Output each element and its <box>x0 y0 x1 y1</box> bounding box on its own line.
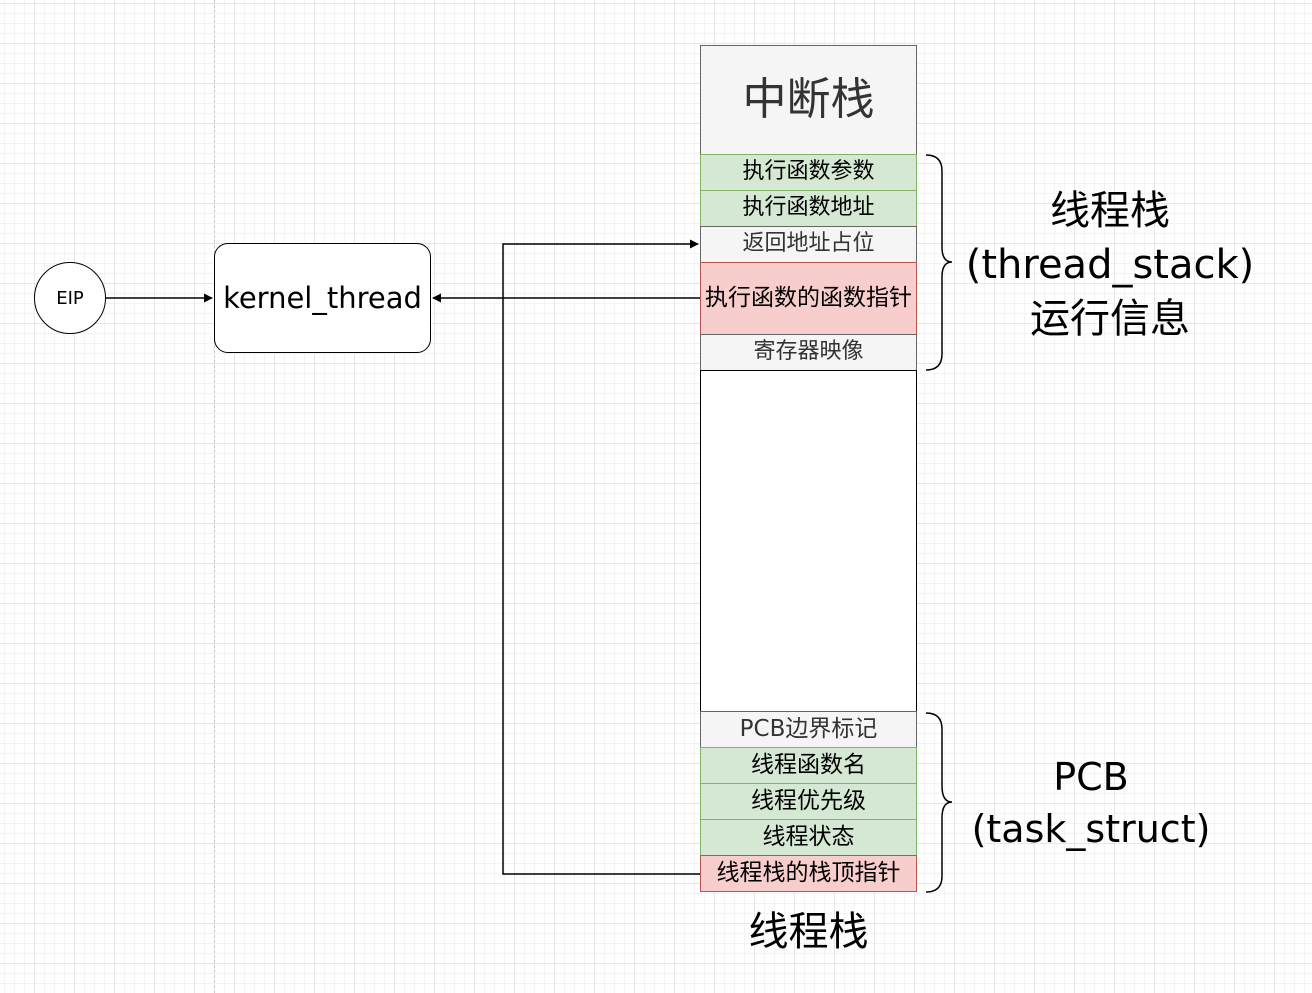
pcb-cell-thread-priority: 线程优先级 <box>700 783 917 820</box>
pcb-label: PCB (task_struct) <box>955 751 1227 855</box>
eip-node: EIP <box>34 262 106 334</box>
stack-top-pointer-arrow <box>502 239 700 875</box>
thread-stack-label: 线程栈 (thread_stack) 运行信息 <box>960 184 1260 346</box>
thread-stack-cell-function-args: 执行函数参数 <box>700 154 917 191</box>
page-divider <box>214 0 215 993</box>
thread-stack-label-line2: (thread_stack) <box>965 242 1255 288</box>
thread-stack-cell-function-pointer: 执行函数的函数指针 <box>700 262 917 335</box>
pcb-label-line1: PCB <box>1053 755 1129 799</box>
thread-stack-brace <box>925 154 953 371</box>
pcb-cell-thread-name: 线程函数名 <box>700 747 917 784</box>
interrupt-stack-cell: 中断栈 <box>700 45 917 155</box>
thread-stack-label-line1: 线程栈 <box>1050 188 1170 234</box>
pcb-cell-thread-status: 线程状态 <box>700 819 917 856</box>
thread-stack-cell-return-address: 返回地址占位 <box>700 226 917 263</box>
stack-free-space <box>700 370 917 712</box>
pcb-cell-boundary-marker: PCB边界标记 <box>700 711 917 748</box>
thread-stack-cell-register-image: 寄存器映像 <box>700 334 917 371</box>
thread-stack-label-line3: 运行信息 <box>1030 296 1190 342</box>
pcb-label-line2: (task_struct) <box>971 807 1211 851</box>
pcb-cell-stack-top-pointer: 线程栈的栈顶指针 <box>700 855 917 892</box>
stack-bottom-label: 线程栈 <box>748 909 869 955</box>
thread-stack-cell-function-address: 执行函数地址 <box>700 190 917 227</box>
kernel-thread-box: kernel_thread <box>214 243 431 353</box>
pcb-brace <box>925 712 953 893</box>
